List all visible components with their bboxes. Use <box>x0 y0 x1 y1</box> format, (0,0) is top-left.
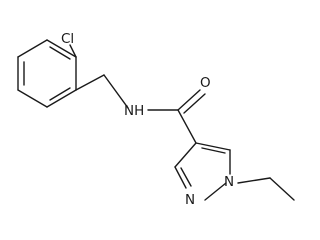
double-bond-n2-c3 <box>180 167 192 187</box>
bond-c3-c4 <box>174 142 197 168</box>
carbonyl-oxygen-label: O <box>200 75 211 91</box>
bond-c6-c1 <box>46 39 77 58</box>
bond-ch2-ch3 <box>269 177 295 201</box>
double-bond-c4-c5 <box>201 147 226 154</box>
amide-nitrogen-label: NH <box>124 103 144 119</box>
bond-c1-c2 <box>17 39 48 58</box>
bond-ring-ch2 <box>75 74 105 91</box>
bond-n1-ch2 <box>237 177 271 184</box>
bond-c3-c4 <box>17 89 48 108</box>
bond-n2-c3 <box>174 166 187 189</box>
bond-c4-c5 <box>195 142 231 151</box>
bond-n1-n2 <box>204 182 227 201</box>
bond-c4-c5 <box>46 89 77 108</box>
bond-carbonyl-o <box>177 89 201 111</box>
bond-carbonyl-pyrazole <box>177 109 197 144</box>
bond-c-cl <box>69 44 77 58</box>
bond-ch2-nh <box>103 74 129 109</box>
chemical-structure-diagram: Cl NH O N N <box>17 31 295 208</box>
double-bond-c6-c1 <box>49 46 71 60</box>
pyrazole-n2-label: N <box>185 192 195 208</box>
benzene-ring <box>17 39 77 108</box>
chlorine-atom-label: Cl <box>61 31 74 47</box>
pyrazole-n1-label: N <box>224 174 234 190</box>
double-bond-carbonyl-o <box>183 93 206 114</box>
pyrazole-ring <box>174 142 231 201</box>
double-bond-c4-c5 <box>49 87 71 101</box>
